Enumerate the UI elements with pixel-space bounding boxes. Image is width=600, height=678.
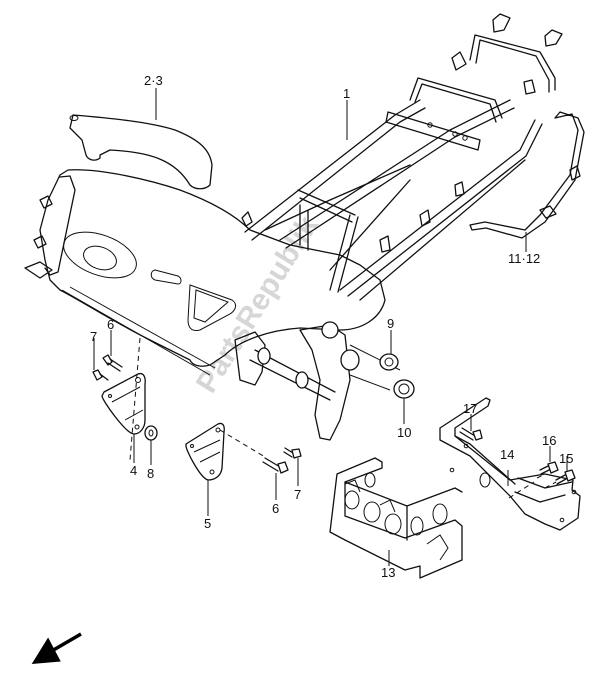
- part-bracket-4[interactable]: [101, 372, 146, 463]
- part-cap-10[interactable]: [393, 379, 415, 424]
- part-frame-cover[interactable]: [69, 88, 213, 190]
- part-pillion-handle[interactable]: [469, 111, 585, 252]
- callout-13: 13: [381, 565, 395, 580]
- part-bolt-6b[interactable]: [262, 457, 289, 500]
- part-guard-13[interactable]: [329, 457, 463, 579]
- part-bracket-5[interactable]: [185, 422, 266, 516]
- callout-7a: 7: [90, 329, 97, 344]
- part-bolt-7a[interactable]: [92, 338, 109, 381]
- callout-16: 16: [542, 433, 556, 448]
- front-direction-arrow-icon: [31, 632, 82, 665]
- callout-6a: 6: [107, 317, 114, 332]
- callout-9: 9: [387, 316, 394, 331]
- callout-6b: 6: [272, 501, 279, 516]
- callout-15: 15: [559, 451, 573, 466]
- part-main-frame-body[interactable]: [24, 169, 386, 376]
- part-bolt-16[interactable]: [536, 446, 559, 479]
- callout-7b: 7: [294, 487, 301, 502]
- part-cap-9[interactable]: [379, 330, 399, 371]
- callout-4: 4: [130, 463, 137, 478]
- part-bolt-7b[interactable]: [283, 447, 302, 486]
- watermark: PartsRepublik: [190, 210, 325, 399]
- part-pivot-assembly[interactable]: [129, 321, 401, 461]
- part-washer-8[interactable]: [144, 425, 158, 465]
- part-frame[interactable]: [241, 13, 563, 301]
- callout-17: 17: [463, 401, 477, 416]
- part-bolt-15[interactable]: [544, 456, 576, 489]
- callout-1: 1: [343, 86, 350, 101]
- callout-2-3: 2·3: [144, 73, 163, 88]
- callout-8: 8: [147, 466, 154, 481]
- part-bolt-17[interactable]: [459, 414, 483, 441]
- callout-14: 14: [500, 447, 514, 462]
- callout-10: 10: [397, 425, 411, 440]
- callout-11-12: 11·12: [508, 251, 540, 266]
- callout-labels: 1 2·3 11·12 6 7 4 8 5 6 7 9 10 17 14 16 …: [90, 73, 573, 580]
- part-bolt-6a[interactable]: [102, 330, 123, 372]
- callout-5: 5: [204, 516, 211, 531]
